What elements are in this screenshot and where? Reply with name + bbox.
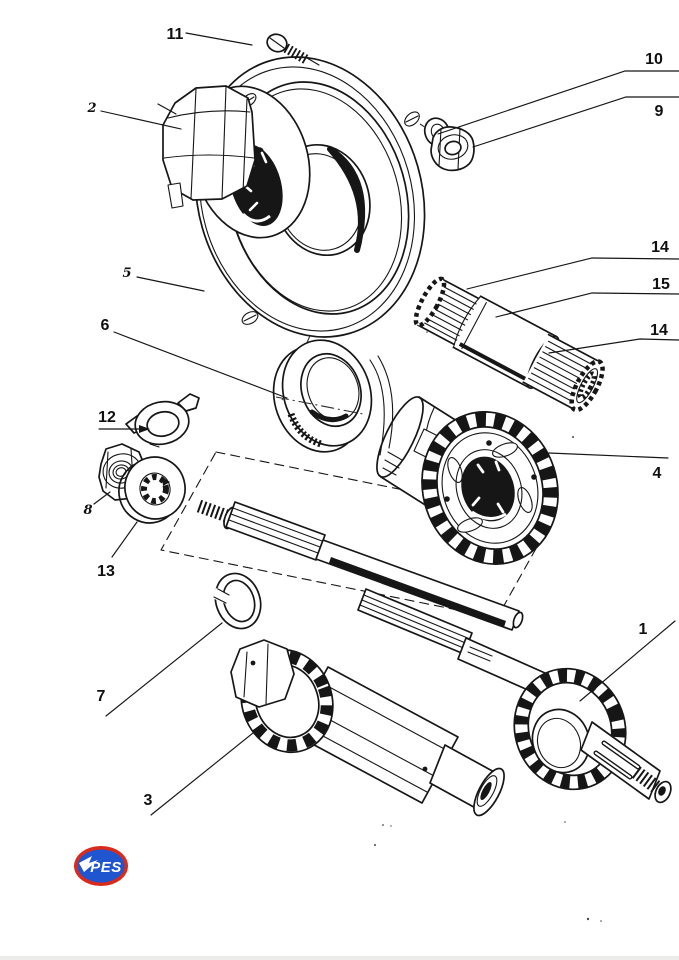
callout-11: 11 (167, 26, 320, 66)
callout-label-11: 11 (167, 26, 184, 43)
callout-2: 2 (86, 101, 182, 130)
logo-wing-icon (79, 856, 98, 872)
flange-slot-holes (241, 111, 420, 325)
part-2-coupling-drawing (162, 85, 256, 209)
callout-label-13: 13 (97, 563, 115, 580)
part-7-circlip-drawing (212, 572, 262, 630)
callout-label-3: 3 (144, 792, 153, 809)
callout-8: 8 (83, 491, 111, 518)
callout-13: 13 (97, 521, 138, 580)
callout-3: 3 (144, 728, 259, 816)
hidden-race-edge (369, 355, 394, 456)
callout-14a: 14 (466, 239, 679, 290)
part-13-splined-washer-drawing (118, 456, 186, 524)
bearing-cage-14b (522, 333, 605, 413)
callouts: 11 2 5 10 9 14 15 14 (83, 26, 679, 816)
part-5-flange-drawing (191, 56, 426, 338)
scan-edge (0, 956, 679, 960)
callout-label-15: 15 (652, 276, 670, 293)
callout-10: 10 (437, 51, 679, 135)
callout-label-8: 8 (83, 503, 92, 518)
part-12-tab-washer-drawing (125, 393, 200, 448)
shaft-threads (196, 499, 230, 523)
callout-5: 5 (122, 266, 205, 292)
hole-shadow (327, 146, 366, 253)
callout-label-12: 12 (98, 409, 116, 426)
callout-14b: 14 (548, 322, 679, 354)
logo-text: PES (90, 859, 122, 876)
callout-9: 9 (472, 96, 679, 148)
callout-label-2: 2 (86, 101, 96, 116)
callout-6: 6 (101, 317, 288, 399)
callout-12: 12 (98, 409, 150, 433)
callout-label-1: 1 (639, 621, 648, 638)
callout-label-14b: 14 (650, 322, 668, 339)
callout-label-14a: 14 (651, 239, 669, 256)
part-4-gear-drawing (376, 396, 559, 565)
part-6-bearing-ring-drawing (272, 339, 373, 453)
callout-1: 1 (579, 620, 676, 702)
callout-label-7: 7 (97, 688, 106, 705)
callout-label-10: 10 (645, 51, 663, 68)
callout-label-5: 5 (122, 266, 131, 281)
callout-4: 4 (548, 452, 669, 482)
part-11-screw-drawing (266, 33, 310, 65)
callout-label-4: 4 (653, 465, 662, 482)
callout-7: 7 (97, 622, 223, 717)
main-shaft-drawing (196, 499, 524, 631)
callout-label-6: 6 (101, 317, 110, 334)
paper-specks (374, 331, 602, 922)
part-1-shaft-drawing (357, 588, 672, 804)
pes-logo: PES (74, 846, 128, 886)
bearing-axis-line (275, 396, 364, 415)
part-3-gear-cluster-drawing (230, 639, 505, 817)
callout-15: 15 (495, 276, 679, 318)
callout-arrowhead (139, 425, 150, 433)
callout-label-9: 9 (655, 103, 664, 120)
part-9-nut-drawing (430, 126, 475, 172)
part-14-15-bearing-set-drawing (413, 276, 605, 413)
